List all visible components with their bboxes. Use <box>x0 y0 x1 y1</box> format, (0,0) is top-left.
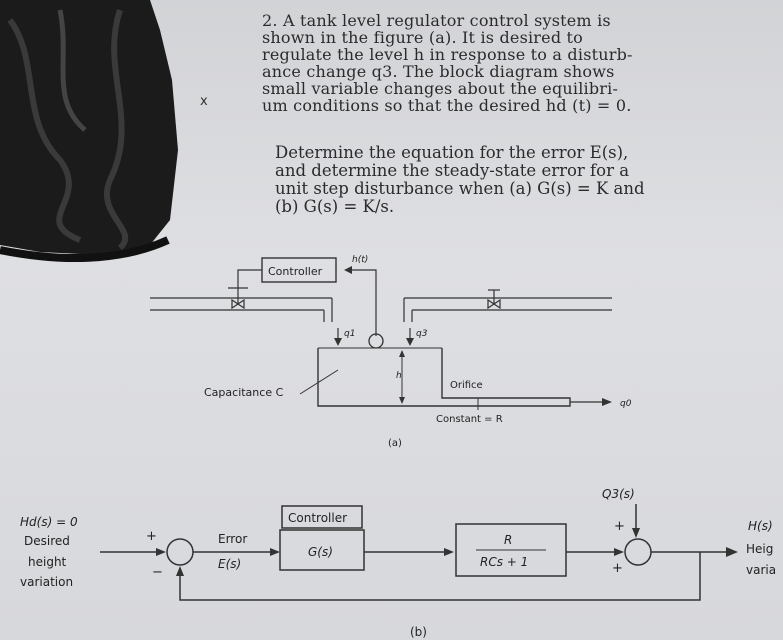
output-line: H(s) <box>748 519 773 533</box>
sum1-plus: + <box>146 529 157 544</box>
problem-line: regulate the level h in response to a di… <box>262 45 633 64</box>
summing-junction-2 <box>624 538 652 566</box>
q3-label: q3 <box>416 329 428 339</box>
q1-label: q1 <box>344 329 355 339</box>
constant-label: Constant = R <box>436 414 503 425</box>
figure-a-caption: (a) <box>388 438 402 449</box>
controller-label: Controller <box>268 265 323 278</box>
margin-mark: x <box>200 94 208 109</box>
figure-b-caption: (b) <box>410 625 427 639</box>
controller-title-box <box>281 505 363 529</box>
problem-line: um conditions so that the desired hd (t)… <box>262 96 632 115</box>
task-line: and determine the steady-state error for… <box>275 161 630 180</box>
problem-statement: 2. A tank level regulator control system… <box>262 12 732 114</box>
problem-line: 2. A tank level regulator control system… <box>262 11 611 30</box>
summing-junction-1 <box>166 538 194 566</box>
h-t-label: h(t) <box>352 255 368 265</box>
problem-line: shown in the figure (a). It is desired t… <box>262 28 584 47</box>
input-line: Desired <box>24 534 70 548</box>
q0-label: q0 <box>620 399 632 409</box>
disturbance-valve-icon <box>487 298 501 310</box>
error-label: Error <box>218 532 247 546</box>
scribble-redaction <box>0 0 178 263</box>
sum2-plus-top: + <box>614 519 625 534</box>
inlet-valve-icon <box>231 298 245 310</box>
input-line: variation <box>20 575 73 589</box>
capacitance-label: Capacitance C <box>204 386 284 399</box>
orifice-label: Orifice <box>450 380 483 391</box>
problem-task: Determine the equation for the error E(s… <box>275 144 735 216</box>
float-icon <box>368 333 384 349</box>
sum1-minus: − <box>152 565 163 580</box>
plant-block <box>455 523 567 577</box>
plant-denominator: RCs + 1 <box>480 555 528 569</box>
error-signal: E(s) <box>218 557 241 571</box>
task-line: unit step disturbance when (a) G(s) = K … <box>275 179 645 198</box>
plant-numerator: R <box>504 533 512 547</box>
disturbance-label: Q3(s) <box>602 487 635 501</box>
output-line: varia <box>746 563 776 577</box>
sum2-plus-left: + <box>612 561 623 576</box>
task-line: Determine the equation for the error E(s… <box>275 143 629 162</box>
controller-block <box>279 529 365 571</box>
output-line: Heig <box>746 542 773 556</box>
problem-line: ance change q3. The block diagram shows <box>262 62 615 81</box>
input-line: height <box>28 555 67 569</box>
controller-title: Controller <box>288 511 347 525</box>
problem-line: small variable changes about the equilib… <box>262 79 619 98</box>
h-label: h <box>396 371 402 381</box>
task-line: (b) G(s) = K/s. <box>275 197 395 216</box>
controller-tf: G(s) <box>308 545 333 559</box>
input-line: Hd(s) = 0 <box>20 515 78 529</box>
